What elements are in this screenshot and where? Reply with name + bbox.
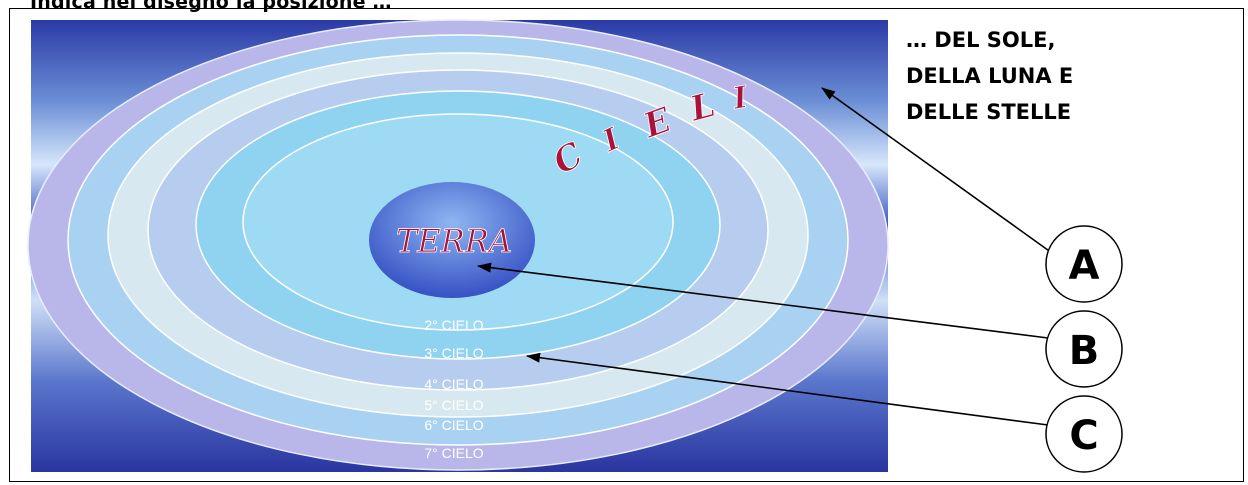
ring-label-5: 5° CIELO: [424, 397, 483, 413]
ring-label-3: 3° CIELO: [424, 345, 483, 361]
answer-line-2: DELLA LUNA E: [906, 64, 1074, 88]
ring-label-6: 6° CIELO: [424, 417, 483, 433]
earth-disc: [369, 182, 535, 298]
answer-text: … DEL SOLE, DELLA LUNA E DELLE STELLE: [906, 22, 1073, 130]
ring-label-2: 2° CIELO: [424, 317, 483, 333]
arrow-c: [526, 352, 1049, 426]
instruction-caption: Indica nel disegno la posizione …: [30, 0, 392, 13]
answer-line-1: … DEL SOLE,: [906, 28, 1056, 52]
marker-a-circle: [1045, 225, 1123, 303]
marker-b-circle: [1045, 310, 1123, 388]
marker-c-label: C: [1069, 413, 1098, 459]
ring-label-4: 4° CIELO: [424, 376, 483, 392]
marker-c-circle: [1045, 395, 1123, 473]
arrow-b: [477, 262, 1049, 339]
marker-a-label: A: [1069, 243, 1100, 289]
arrow-a: [821, 87, 1053, 254]
answer-line-3: DELLE STELLE: [906, 100, 1072, 124]
marker-b-label: B: [1069, 328, 1100, 374]
earth-label: TERRA: [396, 222, 512, 260]
exercise-frame: [9, 8, 1244, 482]
ring-label-7: 7° CIELO: [424, 445, 483, 461]
